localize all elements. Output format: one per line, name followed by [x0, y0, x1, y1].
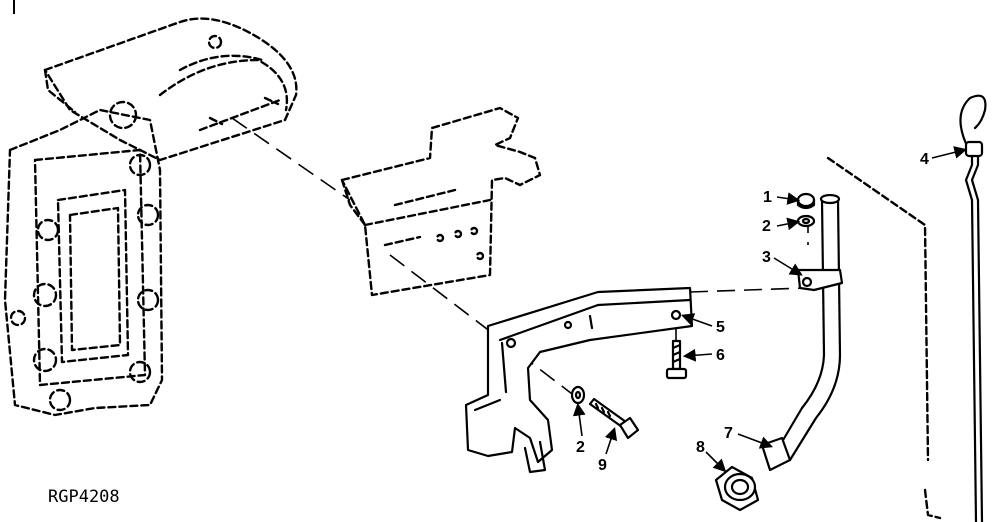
nut [796, 192, 816, 210]
support-bracket [464, 286, 694, 474]
cap-screw-long [588, 397, 640, 440]
dipstick [959, 94, 987, 522]
hose-coupling [714, 465, 760, 512]
tube-guide-outline [826, 156, 942, 520]
dipstick-tube [760, 193, 844, 472]
figure-id: RGP4208 [48, 487, 120, 507]
callout-2-upper: 2 [762, 218, 771, 235]
callout-6: 6 [716, 347, 725, 364]
callout-7: 7 [724, 425, 733, 442]
callout-5: 5 [716, 319, 725, 336]
callout-8: 8 [696, 439, 705, 456]
callout-1: 1 [763, 189, 772, 206]
engine-housing [3, 17, 298, 417]
mounting-bracket [340, 106, 542, 297]
callout-3: 3 [762, 249, 771, 266]
washer-lower [570, 385, 586, 405]
callout-9: 9 [598, 457, 607, 474]
washer-upper [796, 214, 816, 228]
cap-screw-short [665, 339, 688, 380]
callout-4: 4 [920, 151, 929, 168]
callout-2-lower: 2 [576, 439, 585, 456]
callout-leaders [572, 146, 968, 473]
